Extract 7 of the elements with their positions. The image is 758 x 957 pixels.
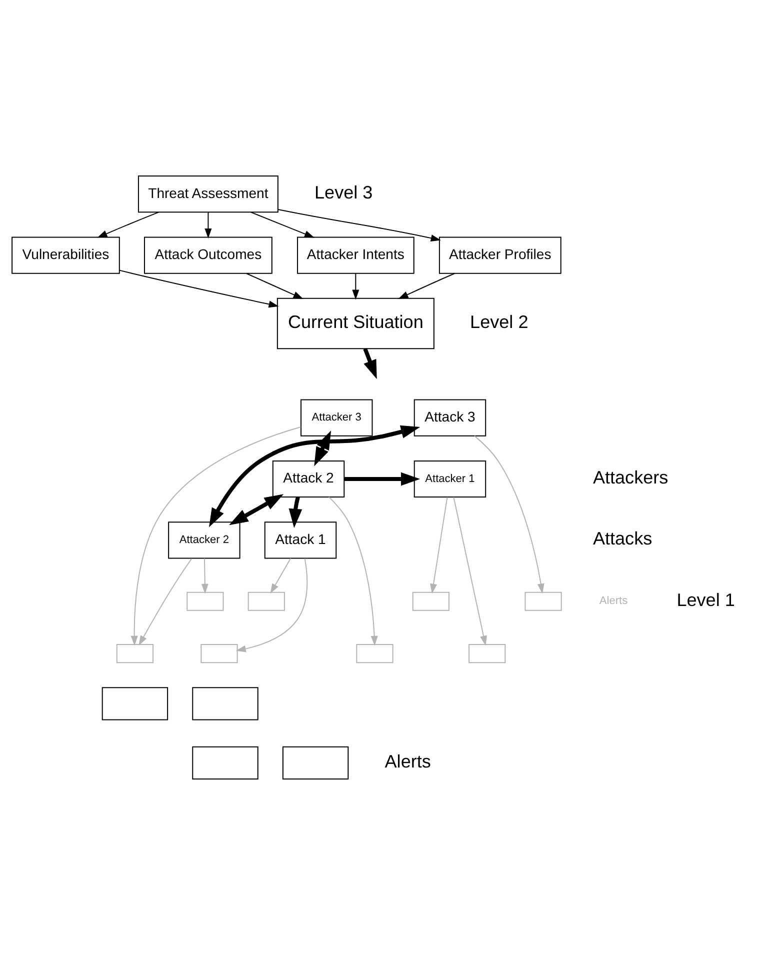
label: Attacks: [592, 528, 652, 549]
label: Attackers: [592, 467, 668, 488]
label: Level 2: [470, 312, 528, 332]
label: Level 3: [314, 182, 373, 202]
label: Alerts: [384, 751, 431, 772]
label: Alerts: [599, 595, 628, 608]
label: Level 1: [676, 590, 735, 610]
